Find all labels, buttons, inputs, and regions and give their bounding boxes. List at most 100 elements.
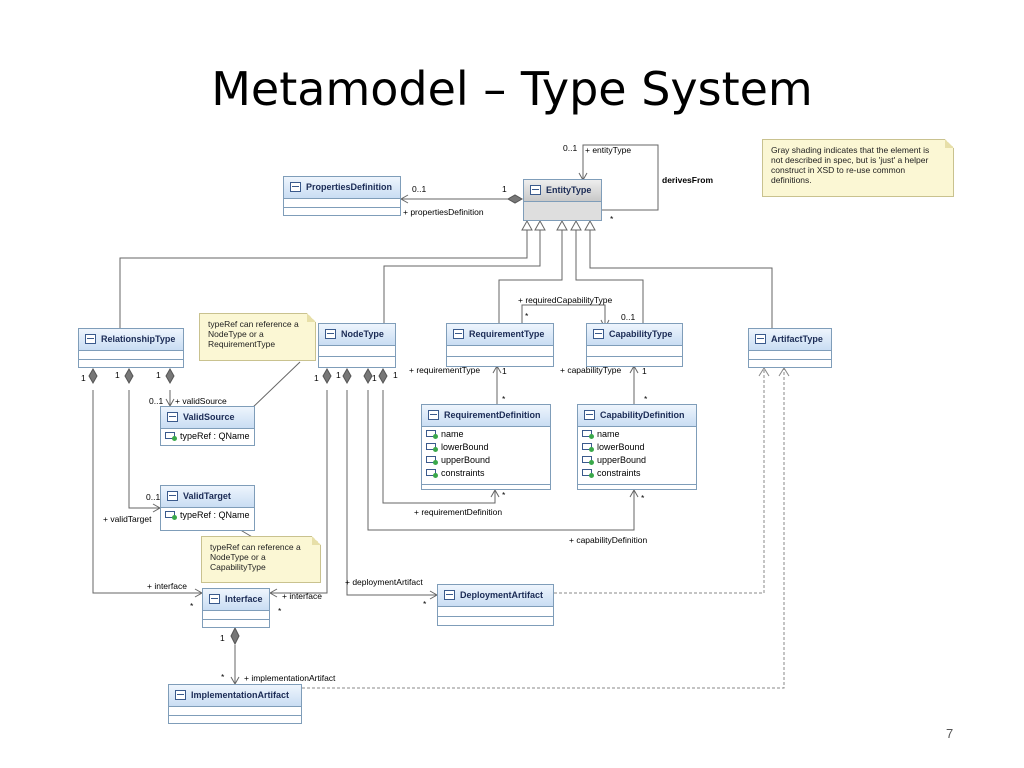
properties-definition-name: PropertiesDefinition xyxy=(306,182,393,192)
valid-source-class[interactable]: ValidSource typeRef : QName xyxy=(160,406,255,446)
relationship-type-generalization xyxy=(119,228,528,330)
requirement-type-role-label: + requirementType xyxy=(409,365,481,375)
relationship-interface-role-label: + interface xyxy=(147,581,187,591)
capability-type-header: CapabilityType xyxy=(587,324,682,346)
relationship-type-name: RelationshipType xyxy=(101,334,176,344)
attribute-icon xyxy=(426,456,438,465)
entity-type-one-multiplicity: 1 xyxy=(502,184,507,194)
derives-from-label: derivesFrom xyxy=(662,175,714,185)
class-icon xyxy=(290,182,301,192)
deployment-artifact-realization xyxy=(554,368,765,594)
node-type-class[interactable]: NodeType xyxy=(318,323,396,368)
class-icon xyxy=(593,329,604,339)
implementation-artifact-many: * xyxy=(221,672,225,682)
implementation-artifact-role-label: + implementationArtifact xyxy=(244,673,336,683)
artifact-type-generalization xyxy=(589,228,773,330)
lower-bound-attribute: lowerBound xyxy=(426,441,550,454)
valid-target-name: ValidTarget xyxy=(183,491,231,501)
node-type-header: NodeType xyxy=(319,324,395,346)
valid-target-header: ValidTarget xyxy=(161,486,254,508)
class-icon xyxy=(85,334,96,344)
artifact-type-class[interactable]: ArtifactType xyxy=(748,328,832,368)
implementation-artifact-class[interactable]: ImplementationArtifact xyxy=(168,684,302,724)
attribute-icon xyxy=(582,430,594,439)
class-icon xyxy=(444,590,455,600)
attribute-icon xyxy=(165,511,177,520)
slide-title: Metamodel – Type System xyxy=(211,62,813,116)
capability-definition-role-label: + capabilityDefinition xyxy=(569,535,648,545)
properties-definition-multiplicity: 0..1 xyxy=(412,184,427,194)
attribute-icon xyxy=(165,432,177,441)
gray-shading-note: Gray shading indicates that the element … xyxy=(762,139,954,197)
derives-from-loop xyxy=(582,144,659,211)
upper-bound-attribute: upperBound xyxy=(426,454,550,467)
relationship-valid-target-one: 1 xyxy=(115,370,120,380)
interface-name: Interface xyxy=(225,594,263,604)
properties-definition-role-label: + propertiesDefinition xyxy=(403,207,484,217)
entity-type-multiplicity: 0..1 xyxy=(563,143,578,153)
class-icon xyxy=(209,594,220,604)
implementation-artifact-name: ImplementationArtifact xyxy=(191,690,290,700)
valid-target-role-label: + validTarget xyxy=(103,514,152,524)
requirement-definition-class[interactable]: RequirementDefinition name lowerBound up… xyxy=(421,404,551,490)
requirement-type-class[interactable]: RequirementType xyxy=(446,323,554,367)
constraints-attribute: constraints xyxy=(426,467,550,480)
deployment-artifact-header: DeploymentArtifact xyxy=(438,585,553,607)
requirement-type-generalization xyxy=(498,228,563,330)
name-attribute: name xyxy=(426,428,550,441)
requirement-definition-name: RequirementDefinition xyxy=(444,410,541,420)
valid-source-zero-one: 0..1 xyxy=(149,396,164,406)
requirement-type-name: RequirementType xyxy=(469,329,545,339)
requirement-definition-end-many: * xyxy=(502,490,506,500)
relationship-interface-one: 1 xyxy=(81,373,86,383)
properties-definition-header: PropertiesDefinition xyxy=(284,177,400,199)
capability-definition-class[interactable]: CapabilityDefinition name lowerBound upp… xyxy=(577,404,697,490)
interface-header: Interface xyxy=(203,589,269,611)
interface-implementation-one: 1 xyxy=(220,633,225,643)
attribute-icon xyxy=(426,469,438,478)
capability-type-class[interactable]: CapabilityType xyxy=(586,323,683,367)
class-icon xyxy=(584,410,595,420)
capability-definition-many: * xyxy=(644,394,648,404)
class-icon xyxy=(167,412,178,422)
class-icon xyxy=(325,329,336,339)
valid-target-zero-one: 0..1 xyxy=(146,492,161,502)
required-capability-type-many: * xyxy=(525,311,529,321)
capability-type-one: 1 xyxy=(642,366,647,376)
derives-from-multiplicity: * xyxy=(610,214,614,224)
capability-type-name: CapabilityType xyxy=(609,329,673,339)
node-type-generalization xyxy=(383,228,541,330)
capability-definition-end-many: * xyxy=(641,493,645,503)
properties-definition-class[interactable]: PropertiesDefinition xyxy=(283,176,401,216)
capability-definition-name: CapabilityDefinition xyxy=(600,410,685,420)
name-attribute: name xyxy=(582,428,696,441)
relationship-type-class[interactable]: RelationshipType xyxy=(78,328,184,368)
interface-class[interactable]: Interface xyxy=(202,588,270,628)
implementation-artifact-header: ImplementationArtifact xyxy=(169,685,301,707)
deployment-artifact-name: DeploymentArtifact xyxy=(460,590,544,600)
entity-type-class[interactable]: EntityType xyxy=(523,179,602,221)
constraints-attribute: constraints xyxy=(582,467,696,480)
deployment-artifact-class[interactable]: DeploymentArtifact xyxy=(437,584,554,626)
deployment-artifact-role-label: + deploymentArtifact xyxy=(345,577,423,587)
capability-type-role-label: + capabilityType xyxy=(560,365,622,375)
upper-bound-attribute: upperBound xyxy=(582,454,696,467)
valid-target-class[interactable]: ValidTarget typeRef : QName xyxy=(160,485,255,531)
valid-target-link xyxy=(128,390,160,509)
entity-type-role-label: + entityType xyxy=(585,145,632,155)
node-capability-definition-link xyxy=(367,390,635,531)
attribute-icon xyxy=(426,443,438,452)
artifact-type-header: ArtifactType xyxy=(749,329,831,351)
capability-definition-header: CapabilityDefinition xyxy=(578,405,696,427)
attribute-icon xyxy=(582,443,594,452)
implementation-artifact-realization xyxy=(302,368,785,689)
node-requirement-definition-link xyxy=(382,390,496,504)
attribute-icon xyxy=(582,469,594,478)
artifact-type-name: ArtifactType xyxy=(771,334,823,344)
valid-source-role-label: + validSource xyxy=(175,396,227,406)
node-type-name: NodeType xyxy=(341,329,384,339)
valid-source-name: ValidSource xyxy=(183,412,235,422)
class-icon xyxy=(453,329,464,339)
required-capability-type-link xyxy=(521,304,606,328)
valid-source-header: ValidSource xyxy=(161,407,254,429)
